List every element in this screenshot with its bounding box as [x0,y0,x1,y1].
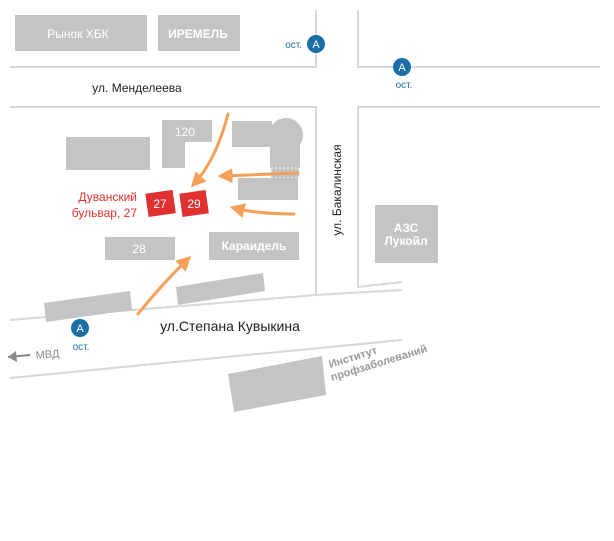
bus-stop-2[interactable]: A ост. [393,58,412,91]
bus-stop-3[interactable]: A ост. [71,319,89,353]
target-building-29[interactable] [177,188,211,219]
road-top-right-block [357,10,600,68]
building-tower-base [270,138,300,168]
label-mendeleeva: ул. Менделеева [92,81,182,95]
label-rynok: Рынок ХБК [47,27,108,41]
label-iremel: ИРЕМЕЛЬ [168,27,228,41]
label-karaidel: Караидель [222,239,287,253]
label-bakalinskaya: ул. Бакалинская [330,144,344,235]
road-lines [9,10,600,379]
road-top-left-block [10,10,317,68]
arrow-from-east-upper [217,168,300,184]
building-right-top [232,121,272,147]
road-right-block [357,106,600,289]
label-building-120: 120 [175,125,195,139]
road-kuvykina-south [9,339,403,379]
road-central-block [9,106,317,321]
building-iremel [158,15,240,51]
label-duvan-line1: Дуванский [78,190,137,204]
building-120 [162,120,212,168]
label-mvd: МВД [35,348,60,362]
label-building-29: 29 [187,197,201,211]
bus-stop-label: ост. [73,342,90,353]
bus-stop-label: ост. [285,40,302,51]
mvd-direction-arrow-icon [7,351,31,362]
building-rynok [15,15,147,51]
label-azs-line1: АЗС [394,221,419,235]
building-right-mid [238,178,298,200]
target-buildings [143,188,211,219]
bus-stop-icon [307,35,325,53]
building-bottom-mid [176,273,265,305]
label-building-28: 28 [132,242,146,256]
bus-stop-letter: A [398,62,406,74]
map-labels: Рынок ХБК ИРЕМЕЛЬ ул. Менделеева 120 28 … [35,27,429,384]
building-azs [375,205,438,263]
building-left-upper [66,137,150,170]
route-arrows [136,112,300,316]
bus-stop-1[interactable]: A ост. [285,35,325,53]
bus-stop-letter: A [312,39,320,51]
label-kuvykina: ул.Степана Кувыкина [160,318,300,334]
target-building-27[interactable] [143,188,178,219]
arrow-from-south [136,255,192,316]
bus-stop-letter: A [76,323,84,335]
building-institut [228,356,326,412]
arrow-from-east-lower [229,203,296,218]
building-28 [105,237,175,260]
bus-stop-icon [393,58,411,76]
arrow-from-north [190,112,230,188]
buildings [15,15,438,412]
bus-stop-label: ост. [396,80,413,91]
bus-stop-icon [71,319,89,337]
building-karaidel [209,232,299,260]
label-duvan-line2: бульвар, 27 [72,206,138,220]
road-kuvykina-north [315,289,403,296]
label-azs-line2: Лукойл [384,234,427,248]
label-building-27: 27 [153,197,167,211]
building-bottom-left [44,291,132,322]
